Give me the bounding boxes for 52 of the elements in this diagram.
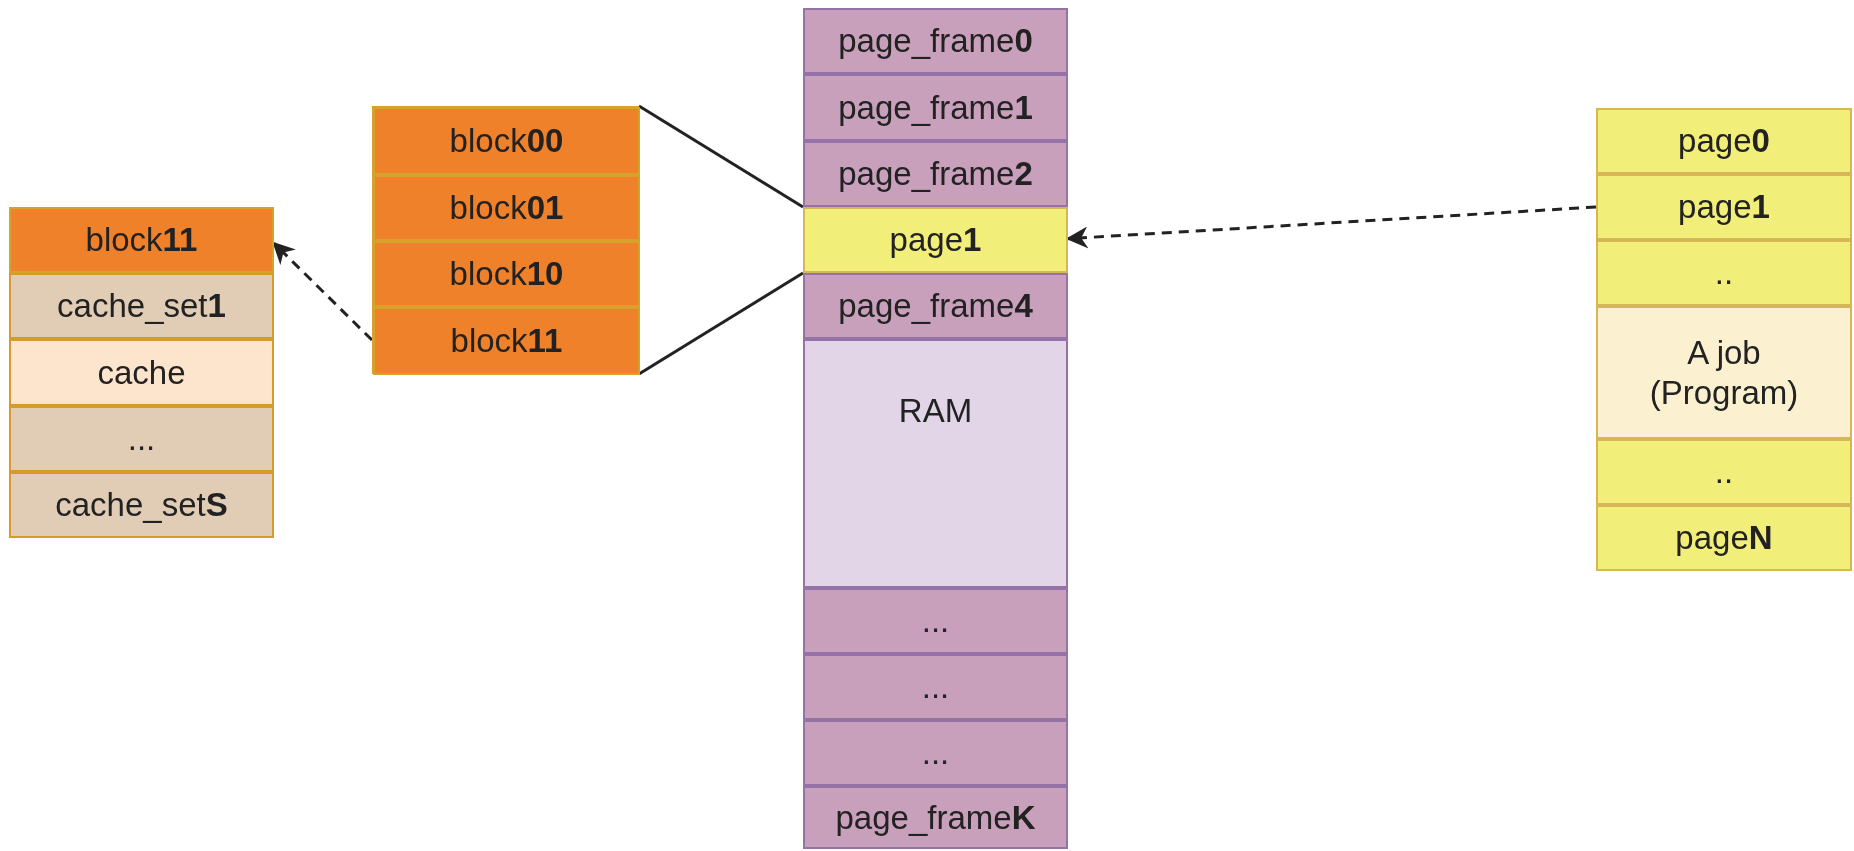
cell-label: page_frame0 [838,21,1033,61]
cell-label: page1 [1678,187,1770,227]
page-cell [1596,108,1852,174]
page-frame-cell [803,654,1068,720]
cell-label: page_frame1 [838,87,1033,128]
page-frame-cell [803,720,1068,786]
cache-set-cell [9,472,274,538]
cache-set-cell [9,273,274,339]
cell-label: pageN [1675,518,1773,558]
cell-label: ... [127,419,156,459]
memory-block-cell [373,241,640,307]
cell-label: cache_setS [55,485,228,525]
memory-block-cell [9,207,274,273]
cell-label: ... [921,667,950,707]
cell-label: block00 [449,121,564,161]
cell-label: page_frame2 [838,154,1033,194]
page-frame-cell [803,74,1068,141]
page-frame-cell [803,8,1068,74]
cache-set-cell [9,406,274,472]
page-cell [1596,174,1852,240]
page-frame-cell [803,141,1068,207]
cell-label: RAM [898,391,973,431]
cell-label: A job (Program) [1648,332,1800,413]
cell-label: page1 [889,220,982,260]
cell-label: cache [97,352,186,393]
cell-label: cache_set1 [57,286,226,326]
page-cell [803,207,1068,273]
program-area [1596,306,1852,439]
page-frame-cell [803,786,1068,849]
cell-label: ... [921,733,950,773]
block-group-box [372,106,639,374]
connector-line [638,104,804,209]
cell-label: block10 [449,254,564,294]
cell-label: ... [921,601,950,641]
cache-cell [9,339,274,406]
cell-label: block11 [450,321,563,361]
ram-area [803,339,1068,588]
page-cell [1596,505,1852,571]
memory-block-cell [373,107,640,175]
page-cell [1596,439,1852,505]
page-cell [1596,240,1852,306]
memory-block-cell [373,307,640,375]
cell-label: .. [1714,452,1734,492]
cell-label: block11 [85,220,198,260]
page-frame-cell [803,588,1068,654]
page-frame-cell [803,273,1068,339]
cell-label: .. [1714,253,1734,293]
cell-label: block01 [449,188,564,228]
memory-block-cell [373,175,640,241]
cell-label: page_frame4 [838,286,1033,326]
cell-label: page_frameK [835,797,1036,838]
cell-label: page0 [1678,121,1770,161]
